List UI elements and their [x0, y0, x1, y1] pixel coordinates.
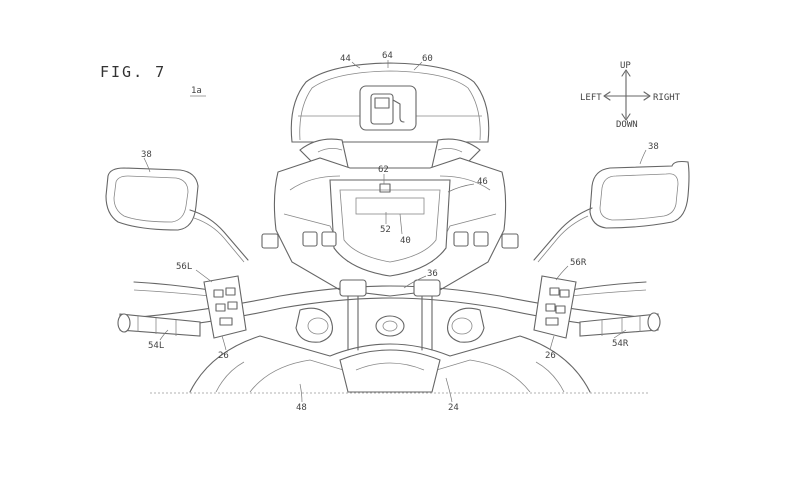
label-56R: 56R: [570, 258, 587, 268]
sensor-62: [379, 183, 391, 193]
dir-up: UP: [620, 61, 631, 71]
ref-main: 1a: [191, 86, 202, 96]
label-56L: 56L: [176, 262, 192, 272]
instrument-panel: [329, 179, 451, 277]
label-48: 48: [296, 403, 307, 413]
display-housing: [290, 62, 490, 143]
motorcycle-front-view: [105, 62, 690, 394]
dir-down: DOWN: [616, 120, 638, 130]
label-54L: 54L: [148, 341, 164, 351]
dir-left: LEFT: [580, 93, 602, 103]
mirror-left: [105, 167, 249, 263]
label-46: 46: [477, 177, 488, 187]
label-26-left: 26: [218, 351, 229, 361]
grip-left: [119, 313, 201, 337]
label-44: 44: [340, 54, 351, 64]
label-26-right: 26: [545, 351, 556, 361]
label-60: 60: [422, 54, 433, 64]
direction-compass: UP DOWN LEFT RIGHT: [580, 61, 681, 130]
label-36: 36: [427, 269, 438, 279]
label-62: 62: [378, 165, 389, 175]
grip-right: [579, 313, 659, 337]
fuel-pump-icon: [370, 93, 405, 125]
label-52: 52: [380, 225, 391, 235]
label-38-right: 38: [648, 142, 659, 152]
label-40: 40: [400, 236, 411, 246]
label-54R: 54R: [612, 339, 629, 349]
label-38-left: 38: [141, 150, 152, 160]
label-24: 24: [448, 403, 459, 413]
reference-numerals: 44 64 60 38 38 62 46 52 40 36 56L 56R 54…: [141, 51, 659, 413]
leader-lines: [143, 60, 647, 403]
figure-title: FIG. 7: [100, 63, 166, 81]
label-64: 64: [382, 51, 393, 61]
mirror-right: [533, 160, 690, 263]
dir-right: RIGHT: [653, 93, 681, 103]
